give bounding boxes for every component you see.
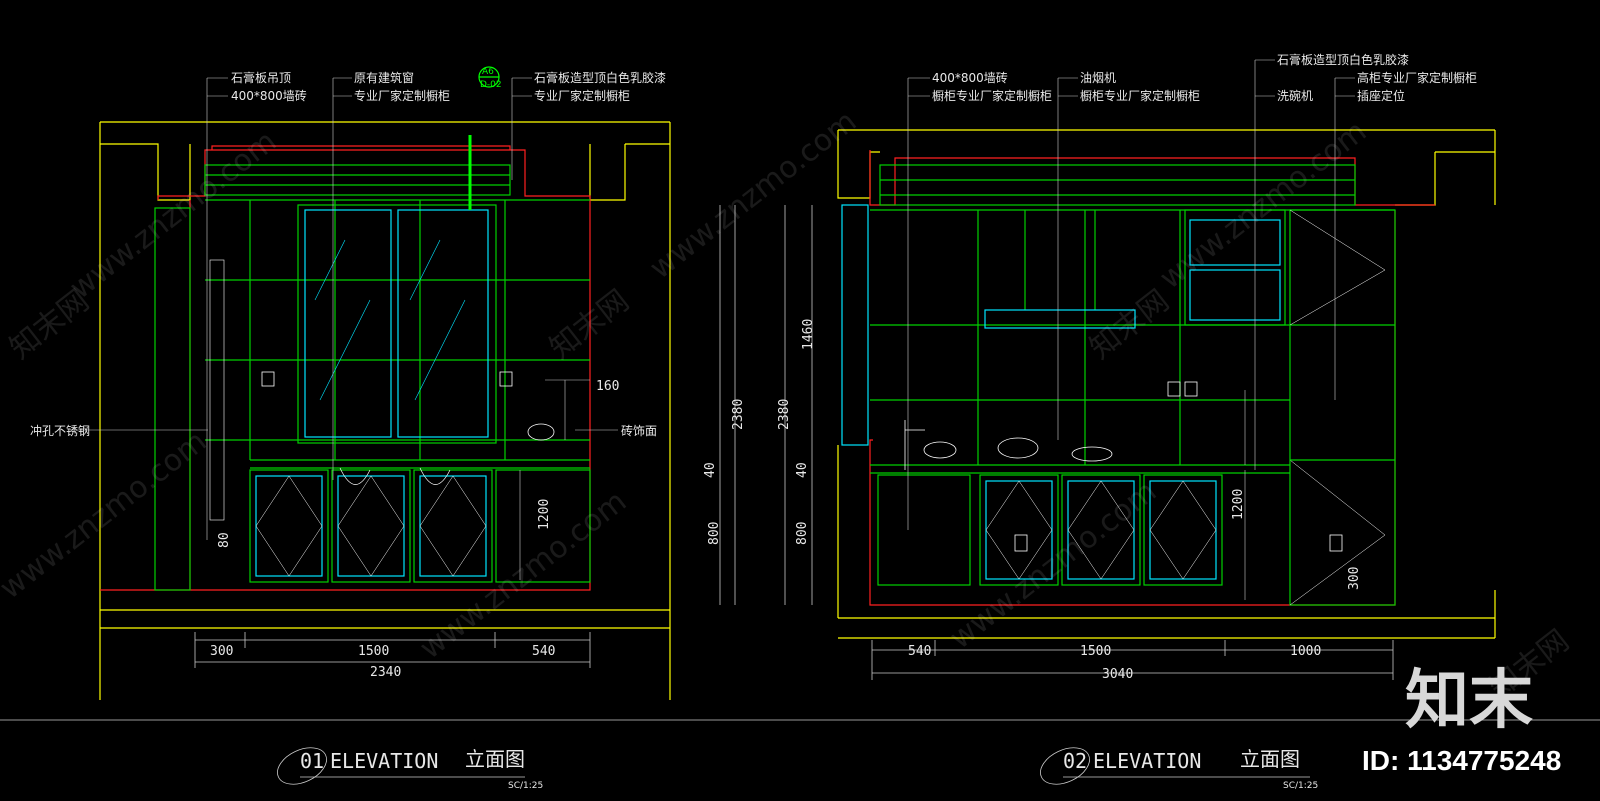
dim-540: 540 xyxy=(532,644,555,659)
dim-lines-2 xyxy=(871,640,1394,680)
label-cabinet-left-2: 橱柜专业厂家定制橱柜 xyxy=(932,88,1052,103)
scale-1: SC/1:25 xyxy=(508,781,543,791)
label-steel: 冲孔不锈钢 xyxy=(30,423,90,438)
dim2-300: 300 xyxy=(1347,567,1362,590)
title-label-1: ELEVATION xyxy=(330,749,438,773)
label-cabinet-top: 专业厂家定制橱柜 xyxy=(354,88,450,103)
label-socket: 插座定位 xyxy=(1357,88,1405,103)
section-tag-top: A6 xyxy=(482,67,494,77)
bowl-icon xyxy=(923,441,957,459)
bulkhead-1 xyxy=(204,164,511,196)
floor-outline-1 xyxy=(99,122,671,700)
middle-dims xyxy=(719,205,813,605)
window-frame-1 xyxy=(297,204,497,444)
wall-outline-2 xyxy=(837,129,1496,639)
sink-icon xyxy=(339,467,451,485)
steel-panel-1 xyxy=(154,207,191,591)
faucet-icon xyxy=(904,420,925,470)
title-number-1: 01 xyxy=(300,749,324,773)
dim-300: 300 xyxy=(210,644,233,659)
window-pane-left xyxy=(304,209,392,438)
label-paint-2: 石膏板造型顶白色乳胶漆 xyxy=(1277,52,1409,67)
title-number-2: 02 xyxy=(1063,749,1087,773)
ceiling-red-2 xyxy=(869,150,1435,606)
pot-icon xyxy=(527,423,555,441)
dim-800-b: 800 xyxy=(795,522,810,545)
dim-2380-b: 2380 xyxy=(777,399,792,430)
dim-total-2340: 2340 xyxy=(370,665,401,680)
dim-lines-1 xyxy=(194,632,591,668)
dim-800-a: 800 xyxy=(707,522,722,545)
title-bubble-2 xyxy=(1040,747,1090,785)
title-label-2: ELEVATION xyxy=(1093,749,1201,773)
dim-80: 80 xyxy=(217,532,232,548)
range-hood xyxy=(984,309,1136,329)
brand-id: ID: 1134775248 xyxy=(1362,745,1561,776)
title-bubble-1 xyxy=(277,747,327,785)
window-pane-right xyxy=(397,209,489,438)
label-cabinet-right: 专业厂家定制橱柜 xyxy=(534,88,630,103)
perforated-steel-strip xyxy=(209,259,225,521)
socket-icon xyxy=(1167,381,1181,397)
dim2-1500: 1500 xyxy=(1080,644,1111,659)
dishwasher-control-icon xyxy=(1014,534,1028,552)
dim-40-a: 40 xyxy=(703,462,718,478)
scale-2: SC/1:25 xyxy=(1283,781,1318,791)
label-hood: 油烟机 xyxy=(1080,71,1116,85)
label-facing: 砖饰面 xyxy=(621,423,657,438)
pot-icon xyxy=(997,437,1039,459)
dim-40-b: 40 xyxy=(795,462,810,478)
dim-1500: 1500 xyxy=(358,644,389,659)
section-tag-bottom: D-02 xyxy=(480,80,502,90)
dim2-540: 540 xyxy=(908,644,931,659)
bulkhead-2 xyxy=(879,164,1356,206)
dim-2380-a: 2380 xyxy=(731,399,746,430)
dim-1200: 1200 xyxy=(537,499,552,530)
upper-cabinet-2 xyxy=(1184,209,1286,326)
label-tile-2: 400*800墙砖 xyxy=(932,70,1008,85)
label-cabinet-mid-2: 橱柜专业厂家定制橱柜 xyxy=(1080,88,1200,103)
cabinet-door-1b xyxy=(337,475,405,577)
dim2-1200: 1200 xyxy=(1231,489,1246,520)
title-cn-2: 立面图 xyxy=(1240,747,1300,771)
svg-text:www.znzmo.com: www.znzmo.com xyxy=(0,424,213,606)
label-window: 原有建筑窗 xyxy=(354,70,414,85)
label-paint: 石膏板造型顶白色乳胶漆 xyxy=(534,70,666,85)
svg-text:www.znzmo.com: www.znzmo.com xyxy=(643,104,863,286)
svg-text:www.znzmo.com: www.znzmo.com xyxy=(943,474,1163,656)
pan-icon xyxy=(1071,446,1113,462)
dim2-1000: 1000 xyxy=(1290,644,1321,659)
socket-icon xyxy=(1329,534,1343,552)
dim2-1460: 1460 xyxy=(801,319,816,350)
tall-cabinet-2 xyxy=(1289,209,1396,606)
label-dishwasher: 洗碗机 xyxy=(1277,88,1313,103)
label-tall-cabinet: 高柜专业厂家定制橱柜 xyxy=(1357,70,1477,85)
dim2-total-3040: 3040 xyxy=(1102,667,1133,682)
socket-icon xyxy=(261,371,275,387)
dim-160: 160 xyxy=(596,379,619,394)
label-ceiling: 石膏板吊顶 xyxy=(231,70,291,85)
socket-icon xyxy=(499,371,513,387)
svg-text:www.znzmo.com: www.znzmo.com xyxy=(413,484,633,666)
elevation-02 xyxy=(837,59,1496,680)
brand-logo: 知末 xyxy=(1405,664,1533,738)
elevation-01 xyxy=(70,66,671,700)
socket-icon xyxy=(1184,381,1198,397)
label-tile: 400*800墙砖 xyxy=(231,88,307,103)
cabinet-door-1c xyxy=(419,475,487,577)
cabinet-door-2c xyxy=(1149,480,1217,580)
left-window-section xyxy=(841,204,869,446)
cabinet-door-1a xyxy=(255,475,323,577)
title-cn-1: 立面图 xyxy=(465,747,525,771)
